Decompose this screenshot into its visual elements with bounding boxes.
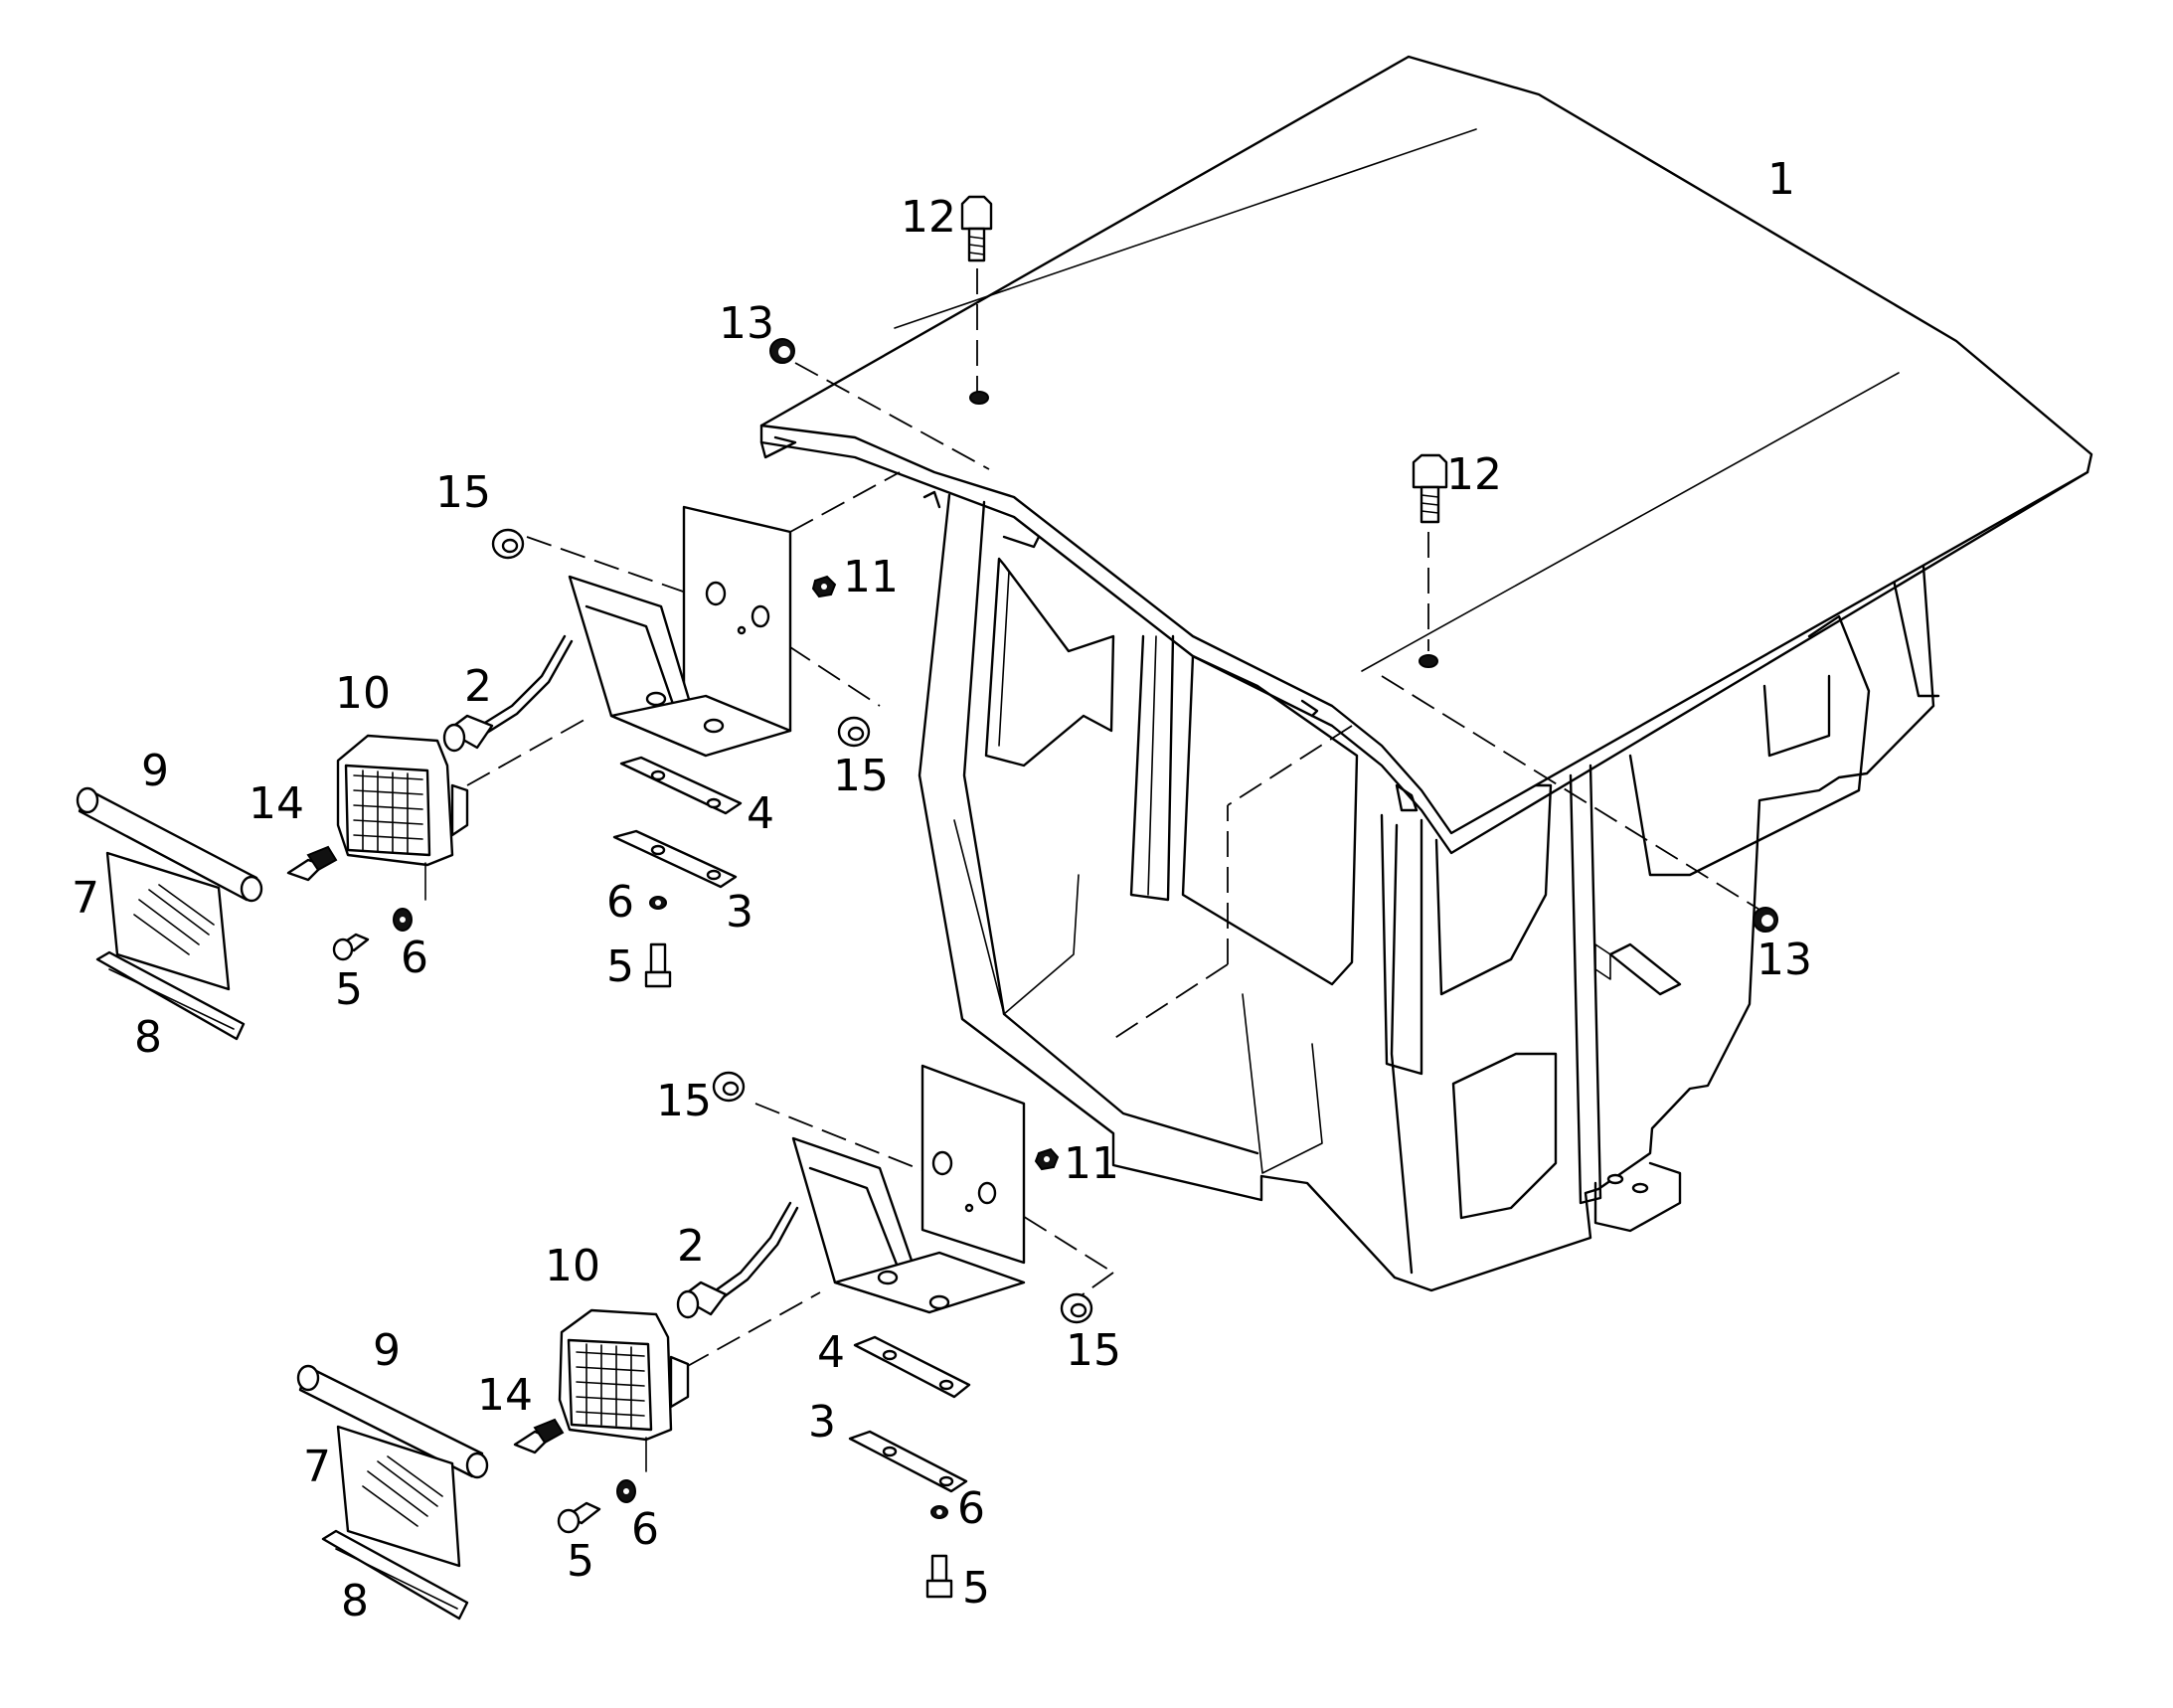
label-roof-nut-right: 13 <box>1756 935 1812 985</box>
label-lower-screw-bracket: 5 <box>962 1563 990 1614</box>
label-upper-grommet-a: 15 <box>435 467 491 518</box>
label-upper-washer-bracket: 6 <box>606 877 634 928</box>
label-lower-lamp: 10 <box>545 1241 600 1291</box>
label-upper-strip-4: 4 <box>747 788 774 839</box>
label-upper-nut: 11 <box>843 552 899 602</box>
upper-lamp-assembly <box>76 505 871 1041</box>
label-lower-rubber: 8 <box>341 1576 369 1626</box>
label-roof-nut-top: 13 <box>719 298 774 349</box>
label-upper-rubber: 8 <box>134 1012 162 1063</box>
label-upper-washer-lamp: 6 <box>401 933 428 983</box>
label-upper-cable: 2 <box>464 661 492 712</box>
label-roof-bolt-top: 12 <box>901 192 956 243</box>
lower-lamp-assembly <box>296 1064 1093 1621</box>
cab-body <box>918 493 1940 1292</box>
label-lower-grommet-a: 15 <box>656 1076 712 1126</box>
label-roof-bolt-right: 12 <box>1446 449 1502 500</box>
label-upper-lamp: 10 <box>335 668 391 719</box>
label-lower-bulb: 14 <box>477 1370 533 1421</box>
label-roof: 1 <box>1767 154 1795 205</box>
label-lower-grommet-b: 15 <box>1066 1325 1121 1376</box>
label-upper-bulb: 14 <box>249 778 304 829</box>
label-lower-nut: 11 <box>1064 1138 1119 1189</box>
label-lower-strip-3: 3 <box>808 1397 836 1448</box>
label-lower-washer-bracket: 6 <box>957 1483 985 1534</box>
label-lower-lens: 7 <box>303 1442 331 1492</box>
part-number-labels: 1 12 12 13 13 15 15 11 2 10 4 3 6 5 9 14… <box>72 154 1812 1626</box>
label-upper-strip-3: 3 <box>726 887 753 938</box>
label-lower-tube: 9 <box>373 1325 401 1376</box>
label-upper-lens: 7 <box>72 873 99 924</box>
label-upper-screw-bracket: 5 <box>606 941 634 992</box>
label-lower-screw-lamp: 5 <box>567 1536 594 1587</box>
label-lower-strip-4: 4 <box>817 1327 845 1378</box>
label-upper-tube: 9 <box>141 746 169 796</box>
label-lower-washer-lamp: 6 <box>631 1504 659 1555</box>
label-upper-grommet-b: 15 <box>833 751 889 801</box>
roof-panel <box>759 55 2093 855</box>
label-upper-screw-lamp: 5 <box>335 964 363 1015</box>
roof-hardware <box>769 195 1778 933</box>
label-lower-cable: 2 <box>677 1221 705 1272</box>
